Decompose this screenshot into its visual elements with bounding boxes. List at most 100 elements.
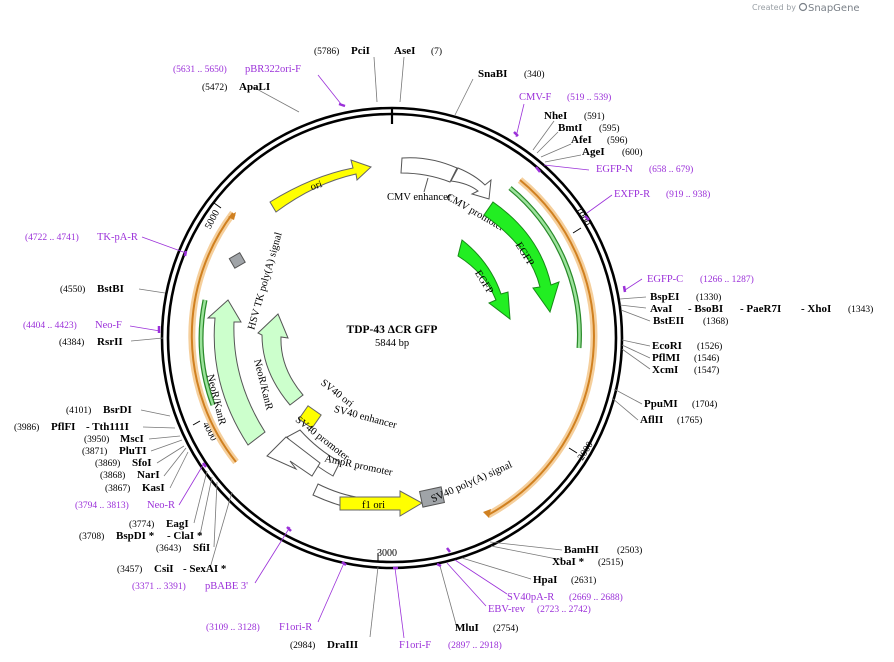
svg-text:AseI: AseI: [394, 45, 415, 57]
enzyme-asei[interactable]: AseI (7): [394, 45, 442, 57]
primer-sv40pa-r[interactable]: SV40pA-R (2669 .. 2688): [507, 592, 623, 603]
primer-pbr322ori-f[interactable]: (5631 .. 5650) pBR322ori-F: [173, 64, 301, 75]
svg-text:(3774): (3774): [129, 519, 154, 530]
svg-text:EGFP-C: EGFP-C: [647, 274, 683, 285]
enzyme-bamhi[interactable]: BamHI (2503): [564, 544, 642, 556]
enzyme-hpai[interactable]: HpaI (2631): [533, 574, 596, 586]
primer-pbabe-3[interactable]: (3371 .. 3391) pBABE 3': [132, 581, 248, 592]
primer-egfp-c[interactable]: EGFP-C (1266 .. 1287): [647, 274, 754, 285]
enzyme-apali[interactable]: (5472) ApaLI: [202, 81, 270, 93]
feature-egfp-inner[interactable]: EGFP: [457, 239, 511, 321]
enzyme-nari[interactable]: (3868) NarI: [100, 469, 160, 481]
svg-text:NarI: NarI: [137, 469, 160, 481]
enzyme-bsrdi[interactable]: (4101) BsrDI: [66, 404, 132, 416]
enzyme-xbai[interactable]: XbaI * (2515): [552, 556, 623, 568]
primer-neo-f[interactable]: (4404 .. 4423) Neo-F: [23, 320, 122, 331]
svg-text:pBR322ori-F: pBR322ori-F: [245, 64, 301, 75]
primer-f1ori-r[interactable]: (3109 .. 3128) F1ori-R: [206, 622, 312, 633]
svg-text:(519 .. 539): (519 .. 539): [567, 92, 611, 103]
svg-text:ApaLI: ApaLI: [239, 81, 270, 93]
enzyme-bstbi[interactable]: (4550) BstBI: [60, 283, 124, 295]
feature-sv40-polya[interactable]: SV40 poly(A) signal: [418, 459, 514, 508]
svg-text:(5631 .. 5650): (5631 .. 5650): [173, 64, 227, 75]
feature-cmv-enhancer[interactable]: CMV enhancer: [387, 157, 458, 203]
enzyme-avai-group[interactable]: AvaI - BsoBI - PaeR7I - XhoI (1343): [650, 303, 873, 315]
enzyme-agei[interactable]: AgeI (600): [582, 146, 643, 158]
primer-egfp-n[interactable]: EGFP-N (658 .. 679): [596, 164, 693, 175]
svg-text:- Tth111I: - Tth111I: [86, 421, 129, 433]
primer-f1ori-f[interactable]: F1ori-F (2897 .. 2918): [399, 640, 502, 651]
svg-text:SV40pA-R: SV40pA-R: [507, 592, 554, 603]
enzyme-ecori[interactable]: EcoRI (1526): [652, 340, 722, 352]
svg-text:(2631): (2631): [571, 575, 596, 586]
svg-text:(2515): (2515): [598, 557, 623, 568]
enzyme-pflfi[interactable]: (3986) PflFI - Tth111I: [14, 421, 129, 433]
enzyme-aflii[interactable]: AflII (1765): [640, 414, 702, 426]
svg-text:pBABE 3': pBABE 3': [205, 581, 248, 592]
primer-tk-pa-r[interactable]: (4722 .. 4741) TK-pA-R: [25, 232, 138, 243]
enzyme-sfii[interactable]: (3643) SfiI: [156, 542, 210, 554]
enzyme-draiii[interactable]: (2984) DraIII: [290, 639, 358, 651]
enzyme-bsteii[interactable]: BstEII (1368): [653, 315, 728, 327]
branding-name: SnapGene: [808, 3, 860, 14]
svg-text:AgeI: AgeI: [582, 146, 605, 158]
feature-ori[interactable]: ori: [269, 159, 372, 213]
svg-text:DraIII: DraIII: [327, 639, 358, 651]
svg-text:(3986): (3986): [14, 422, 39, 433]
enzyme-sfoi[interactable]: (3869) SfoI: [95, 457, 152, 469]
enzyme-msci[interactable]: (3950) MscI: [84, 433, 144, 445]
enzyme-afei[interactable]: AfeI (596): [571, 134, 628, 146]
svg-text:BamHI: BamHI: [564, 544, 599, 556]
branding-prefix: Created by: [752, 3, 796, 12]
plasmid-size: 5844 bp: [375, 338, 409, 349]
svg-text:AflII: AflII: [640, 414, 663, 426]
svg-text:PciI: PciI: [351, 45, 370, 57]
feature-f1-ori[interactable]: f1 ori: [339, 490, 424, 517]
svg-text:(3457): (3457): [117, 564, 142, 575]
primer-exfp-r[interactable]: EXFP-R (919 .. 938): [614, 189, 710, 200]
feature-neor-inner[interactable]: NeoR/KanR: [251, 313, 304, 411]
svg-text:AvaI: AvaI: [650, 303, 672, 315]
enzyme-ppumi[interactable]: PpuMI (1704): [644, 398, 717, 410]
svg-text:(658 .. 679): (658 .. 679): [649, 164, 693, 175]
enzyme-nhei[interactable]: NheI (591): [544, 110, 605, 122]
tick-2000: 2000: [568, 440, 596, 463]
svg-text:CMV enhancer: CMV enhancer: [387, 192, 452, 203]
enzyme-xcmi[interactable]: XcmI (1547): [652, 364, 719, 376]
svg-text:CMV-F: CMV-F: [519, 92, 551, 103]
svg-text:PflFI: PflFI: [51, 421, 75, 433]
enzyme-bspei[interactable]: BspEI (1330): [650, 291, 721, 303]
svg-text:(2723 .. 2742): (2723 .. 2742): [537, 604, 591, 615]
svg-text:(2984): (2984): [290, 640, 315, 651]
enzyme-pcii[interactable]: (5786) PciI: [314, 45, 370, 57]
enzyme-bmti[interactable]: BmtI (595): [558, 122, 620, 134]
primer-neo-r[interactable]: (3794 .. 3813) Neo-R: [75, 500, 175, 511]
svg-text:(3371 .. 3391): (3371 .. 3391): [132, 581, 186, 592]
enzyme-eagi[interactable]: (3774) EagI: [129, 518, 189, 530]
svg-text:PluTI: PluTI: [119, 445, 147, 457]
enzyme-kasi[interactable]: (3867) KasI: [105, 482, 165, 494]
enzyme-csii[interactable]: (3457) CsiI - SexAI *: [117, 563, 227, 575]
enzyme-rsrii[interactable]: (4384) RsrII: [59, 336, 123, 348]
svg-text:(3867): (3867): [105, 483, 130, 494]
enzyme-bspdi[interactable]: (3708) BspDI * - ClaI *: [79, 530, 203, 542]
svg-text:ori: ori: [309, 179, 324, 193]
svg-text:(3869): (3869): [95, 458, 120, 469]
feature-sv40-enhancer[interactable]: SV40 enhancer: [333, 404, 399, 431]
svg-text:- BsoBI: - BsoBI: [688, 303, 723, 315]
enzyme-snabi[interactable]: SnaBI (340): [478, 68, 545, 80]
svg-text:PpuMI: PpuMI: [644, 398, 678, 410]
primer-ebv-rev[interactable]: EBV-rev (2723 .. 2742): [488, 604, 591, 615]
svg-text:- ClaI *: - ClaI *: [167, 530, 203, 542]
svg-text:(3109 .. 3128): (3109 .. 3128): [206, 622, 260, 633]
svg-text:(3871): (3871): [82, 446, 107, 457]
enzyme-pflmi[interactable]: PflMI (1546): [652, 352, 719, 364]
enzyme-mlui[interactable]: MluI (2754): [455, 622, 518, 634]
svg-text:MluI: MluI: [455, 622, 479, 634]
svg-text:(4101): (4101): [66, 405, 91, 416]
svg-text:EGFP-N: EGFP-N: [596, 164, 633, 175]
svg-text:(5786): (5786): [314, 46, 339, 57]
svg-text:PflMI: PflMI: [652, 352, 680, 364]
enzyme-pluti[interactable]: (3871) PluTI: [82, 445, 147, 457]
primer-cmv-f[interactable]: CMV-F (519 .. 539): [519, 92, 611, 103]
